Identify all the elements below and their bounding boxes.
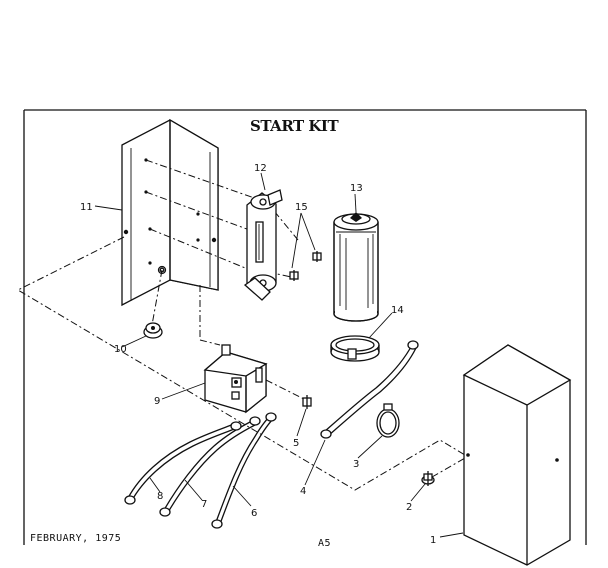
- callout-13: 13: [350, 183, 363, 194]
- part-3-clip: [376, 403, 400, 438]
- callout-9: 9: [154, 396, 160, 407]
- callout-5: 5: [293, 438, 299, 449]
- assembly-path: [16, 236, 466, 491]
- callout-leader-lines: [94, 172, 464, 538]
- part-15-screws: [289, 212, 322, 281]
- callout-7: 7: [201, 499, 207, 510]
- part-14-capacitor-strap: [330, 335, 380, 362]
- callout-12: 12: [254, 163, 267, 174]
- callout-1: 1: [430, 535, 436, 546]
- part-11-mounting-panel: [121, 118, 219, 307]
- footer-date: FEBRUARY, 1975: [30, 533, 121, 544]
- part-13-capacitor: [333, 212, 379, 322]
- part-10-grommet: [143, 322, 163, 339]
- callout-15: 15: [295, 202, 308, 213]
- callout-labels: 11 12 15 13 14 10 9 5 4 3 2 1 6 7 8: [80, 163, 436, 546]
- part-1-cabinet: [462, 344, 572, 566]
- callout-4: 4: [300, 486, 306, 497]
- callout-11: 11: [80, 202, 93, 213]
- diagram-title: START KIT: [250, 117, 339, 135]
- callout-10: 10: [114, 344, 127, 355]
- part-5-screw: [302, 395, 312, 409]
- callout-14: 14: [391, 305, 404, 316]
- part-8-wire-lead: [124, 421, 242, 505]
- drawing-frame: [23, 109, 587, 545]
- part-7-wire-lead: [159, 416, 261, 517]
- part-4-wire-lead: [320, 340, 419, 439]
- callout-2: 2: [406, 502, 412, 513]
- part-9-relay: [203, 344, 268, 414]
- callout-8: 8: [157, 491, 163, 502]
- part-12-relay-bracket: [243, 189, 283, 301]
- part-2-screw: [421, 471, 435, 486]
- callout-3: 3: [353, 459, 359, 470]
- part-6-wire-lead: [211, 412, 277, 529]
- callout-6: 6: [251, 508, 257, 519]
- footer-page-number: A5: [318, 538, 331, 549]
